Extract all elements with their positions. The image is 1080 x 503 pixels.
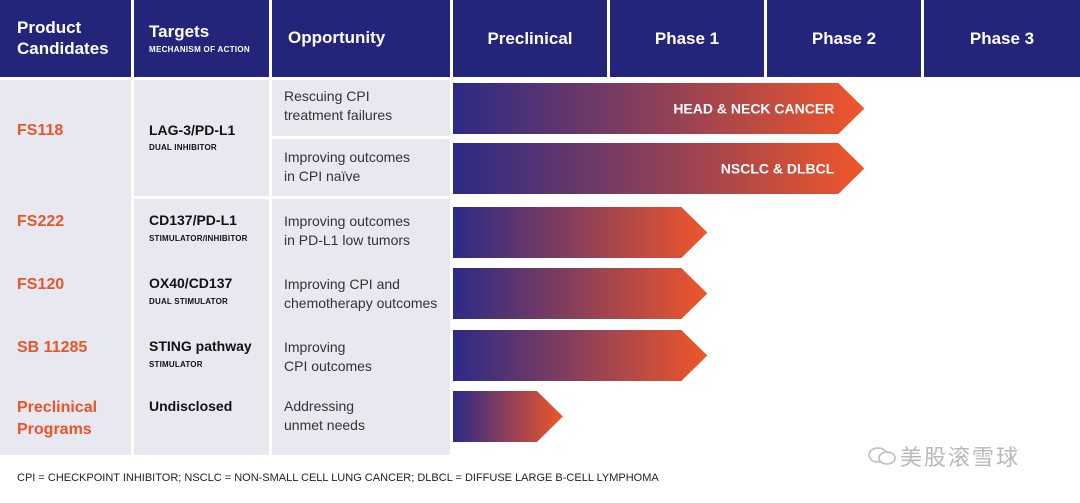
header-targets-label: Targets [149, 22, 210, 41]
target-fs118: LAG-3/PD-L1 [149, 122, 236, 138]
pipeline-bar-3 [453, 268, 708, 319]
target-sub-fs222: STIMULATOR/INHIBITOR [149, 234, 248, 243]
header-phase-2: Phase 2 [767, 0, 921, 77]
opportunity-1: Rescuing CPI treatment failures [284, 88, 393, 123]
header-opportunity: Opportunity [272, 0, 450, 77]
pipeline-bar-5 [453, 391, 563, 442]
target-undisclosed: Undisclosed [149, 398, 233, 414]
header-targets: Targets MECHANISM OF ACTION [134, 0, 269, 77]
target-sub-sb11285: STIMULATOR [149, 360, 203, 369]
candidate-preclinical-programs: Preclinical Programs [17, 399, 98, 438]
targets-cell-fs118 [134, 80, 269, 196]
opportunity-2: Improving outcomes in CPI naïve [284, 149, 411, 184]
target-sub-fs120: DUAL STIMULATOR [149, 297, 228, 306]
header-phase-preclinical: Preclinical [453, 0, 607, 77]
candidate-fs120: FS120 [17, 276, 65, 293]
header-candidates-label: Product Candidates [17, 18, 109, 58]
header-phase-3: Phase 3 [924, 0, 1080, 77]
header-candidates: Product Candidates [0, 0, 131, 77]
footnote: CPI = CHECKPOINT INHIBITOR; NSCLC = NON-… [17, 472, 659, 484]
target-fs120: OX40/CD137 [149, 275, 233, 291]
pipeline-bar-4 [453, 330, 708, 381]
pipeline-bar-1 [453, 143, 865, 194]
target-sb11285: STING pathway [149, 338, 252, 354]
pipeline-bar-label-1: NSCLC & DLBCL [721, 161, 835, 177]
candidates-column [0, 80, 131, 455]
targets-cell-rest [134, 199, 269, 455]
target-fs222: CD137/PD-L1 [149, 212, 237, 228]
watermark: 美股滚雪球 [900, 445, 1021, 470]
opportunity-cell-rest [272, 199, 450, 455]
header-targets-sub: MECHANISM OF ACTION [149, 45, 250, 54]
opportunity-3: Improving outcomes in PD-L1 low tumors [284, 213, 411, 248]
opportunity-cell-2 [272, 139, 450, 196]
header-phase-1: Phase 1 [610, 0, 764, 77]
pipeline-bar-label-0: HEAD & NECK CANCER [673, 101, 834, 117]
candidate-sb11285: SB 11285 [17, 339, 88, 356]
candidate-fs118: FS118 [17, 122, 64, 139]
target-sub-fs118: DUAL INHIBITOR [149, 143, 217, 152]
opportunity-cell-1 [272, 80, 450, 136]
opportunity-5: Improving CPI outcomes [284, 339, 372, 374]
pipeline-bar-0 [453, 83, 865, 134]
header-opportunity-label: Opportunity [288, 28, 386, 47]
pipeline-bar-2 [453, 207, 708, 258]
wechat-icon [868, 447, 896, 465]
opportunity-6: Addressing unmet needs [284, 398, 365, 433]
candidate-fs222: FS222 [17, 213, 65, 230]
opportunity-4: Improving CPI and chemotherapy outcomes [284, 276, 438, 311]
